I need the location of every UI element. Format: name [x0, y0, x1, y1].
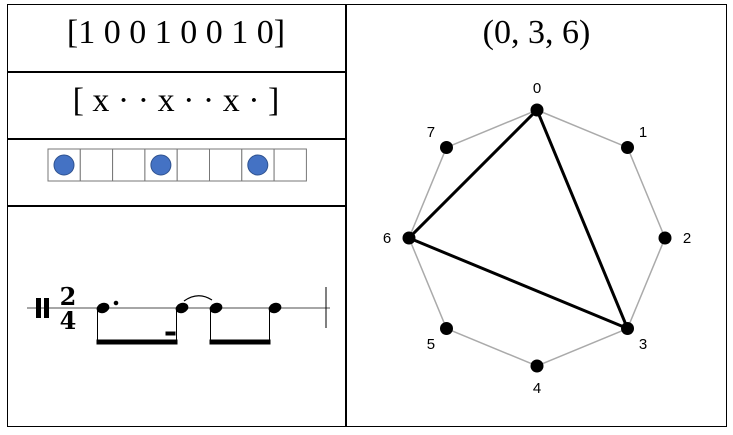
grid-cell	[273, 148, 307, 182]
point-label: 5	[427, 336, 435, 353]
beam	[209, 339, 271, 345]
point-label: 2	[683, 230, 691, 247]
percussion-clef	[44, 298, 49, 318]
onset-dot	[53, 154, 75, 176]
rhythm-grid	[47, 148, 307, 182]
percussion-clef	[36, 298, 41, 318]
grid-cell	[176, 148, 210, 182]
point-label: 4	[533, 380, 541, 397]
necklace-diagram: 0 1 2 3 4 5 6 7	[383, 80, 691, 397]
necklace-point	[530, 359, 544, 373]
dot	[113, 300, 119, 306]
binary-vector: [1 0 0 1 0 0 1 0]	[66, 14, 286, 51]
grid-cell	[209, 148, 243, 182]
beam-stub	[165, 331, 176, 336]
point-label: 1	[639, 124, 647, 141]
grid-cell	[112, 148, 146, 182]
necklace-point	[530, 103, 544, 117]
onset-dot	[247, 154, 269, 176]
point-label: 0	[533, 80, 541, 97]
point-label: 3	[639, 336, 647, 353]
music-notation: 2 4	[27, 282, 330, 345]
grid-cell	[79, 148, 114, 182]
necklace-point	[658, 231, 672, 245]
column-divider	[345, 4, 347, 427]
box-notation: [ x · · x · · x · ]	[72, 82, 280, 119]
time-signature-top: 2	[60, 282, 77, 311]
necklace-title: (0, 3, 6)	[482, 14, 591, 51]
point-label: 7	[427, 124, 435, 141]
necklace-point	[402, 231, 416, 245]
row-divider	[7, 71, 346, 73]
necklace-point	[621, 322, 635, 336]
table-frame	[7, 4, 727, 427]
tie	[183, 295, 213, 302]
onset-polygon	[406, 107, 631, 332]
notes	[96, 287, 327, 345]
necklace-point	[621, 140, 635, 154]
time-signature-bottom: 4	[60, 306, 77, 335]
necklace-point	[439, 140, 453, 154]
onset-dot	[150, 154, 172, 176]
necklace-point	[439, 322, 453, 336]
row-divider	[7, 138, 346, 140]
row-divider	[7, 205, 346, 207]
beam	[96, 339, 178, 345]
point-label: 6	[383, 230, 391, 247]
